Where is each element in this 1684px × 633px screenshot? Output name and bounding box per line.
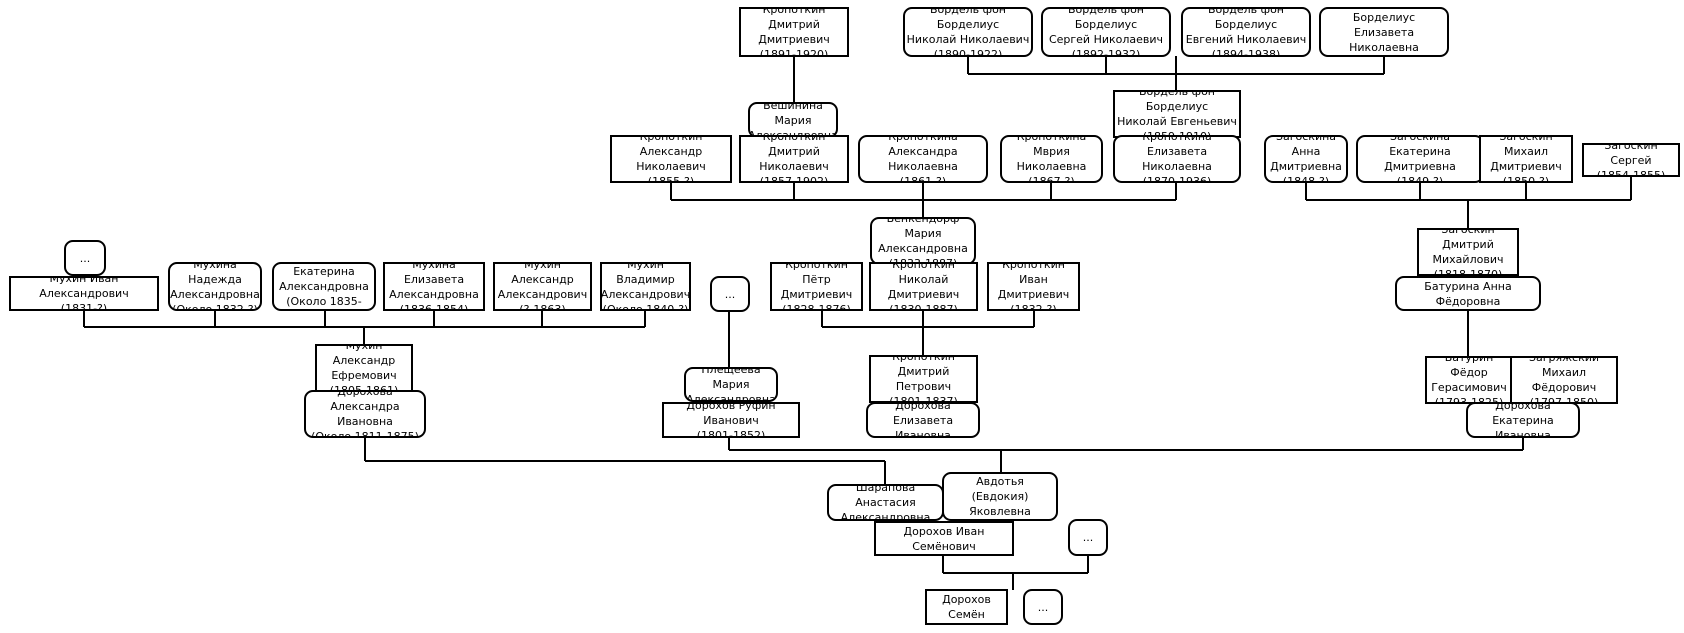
person-node-kr-dn[interactable]: Кропоткин Дмитрий Николаевич (1857-1902) [739,135,849,183]
person-node-bb-nn[interactable]: Бордель фон Борделиус Николай Николаевич… [903,7,1033,57]
person-node-plesh[interactable]: Плещеева Мария Александровна [684,367,778,402]
person-node-muh-ela[interactable]: Мухина Елизавета Александровна (1836-185… [383,262,485,311]
person-node-muh-va[interactable]: Мухин Владимир Александрович (Около 1840… [600,262,691,311]
person-node-dor-eli[interactable]: Дорохова Елизавета Ивановна [866,402,980,438]
person-node-dor-s[interactable]: Дорохов Семён [925,589,1008,625]
person-node-ell-s[interactable]: ... [1023,589,1063,625]
person-node-ell-is[interactable]: ... [1068,519,1108,556]
person-node-muh-aa[interactable]: Мухин Александр Александрович (?-1863) [493,262,592,311]
person-node-kr-mn[interactable]: Кропоткина Мврия Николаевна (1867-?) [1000,135,1103,183]
person-node-bb-sn[interactable]: Бордель фон Борделиус Сергей Николаевич … [1041,7,1171,57]
person-node-kr-nd[interactable]: Кропоткин Николай Дмитриевич (1830-1887) [869,262,978,311]
person-node-shar[interactable]: Шарапова Анастасия Александровна [827,484,944,521]
person-node-benk[interactable]: Бенкендорф Мария Александровна (1833-188… [870,217,976,265]
person-node-bb-ne[interactable]: Бордель фон Борделиус Николай Евгеньевич… [1113,90,1241,138]
person-node-kr-dd[interactable]: Кропоткин Дмитрий Дмитриевич (1891-1920) [739,7,849,57]
person-node-dor-eki[interactable]: Дорохова Екатерина Ивановна [1466,402,1580,438]
person-node-dor-ri[interactable]: Дорохов Руфин Иванович (1801-1852) [662,402,800,438]
person-node-kr-en[interactable]: Кропоткина Елизавета Николаевна (1870-19… [1113,135,1241,183]
person-node-bat-af[interactable]: Батурина Анна Фёдоровна [1395,276,1541,311]
person-node-zagr-mf[interactable]: Загряжский Михаил Фёдорович (1797-1850) [1510,356,1618,404]
person-node-zag-s[interactable]: Загоскин Сергей (1854-1855) [1582,143,1680,177]
person-node-pl-ell[interactable]: ... [710,276,750,312]
person-node-bb-en[interactable]: Бордель фон Борделиус Евгений Николаевич… [1181,7,1311,57]
person-node-muh-ea[interactable]: Мухина Екатерина Александровна (Около 18… [272,262,376,311]
person-node-kr-aln[interactable]: Кропоткина Александра Николаевна (1861-?… [858,135,988,183]
person-node-kr-an[interactable]: Кропоткин Александр Николаевич (1855-?) [610,135,732,183]
person-node-dor-is[interactable]: Дорохов Иван Семёнович [874,521,1014,556]
person-node-dor-ai[interactable]: Дорохова Александра Ивановна (Около 1811… [304,390,426,438]
person-node-muh-ae[interactable]: Мухин Александр Ефремович (1805-1861) [315,344,413,392]
person-node-kr-pd[interactable]: Кропоткин Пётр Дмитриевич (1828-1876) [770,262,863,311]
person-node-muh-ia[interactable]: Мухин Иван Александрович (1831-?) [9,276,159,311]
person-node-kr-id[interactable]: Кропоткин Иван Дмитриевич (1832-?) [987,262,1080,311]
person-node-zag-md[interactable]: Загоскин Михаил Дмитриевич (1850-?) [1479,135,1573,183]
person-node-prot[interactable]: Протасова Авдотья (Евдокия) Яковлевна (1… [942,472,1058,521]
person-node-muh-ell1[interactable]: ... [64,240,106,276]
person-node-zag-ad[interactable]: Загоскина Анна Дмитриевна (1848-?) [1264,135,1348,183]
person-node-muh-na[interactable]: Мухина Надежда Александровна (Около 1832… [168,262,262,311]
person-node-zag-dm[interactable]: Загоскин Дмитрий Михайлович (1818-1870) [1417,228,1519,276]
person-node-bat-fg[interactable]: Батурин Фёдор Герасимович (1793-1825) [1425,356,1513,404]
person-node-bb-eln[interactable]: Бордель фон Борделиус Елизавета Николаев… [1319,7,1449,57]
person-node-vesh[interactable]: Вешинина Мария Александровна [748,102,838,138]
person-node-zag-ed[interactable]: Загоскина Екатерина Дмитриевна (1849-?) [1356,135,1484,183]
person-node-kr-dp[interactable]: Кропоткин Дмитрий Петрович (1801-1837) [869,355,978,403]
